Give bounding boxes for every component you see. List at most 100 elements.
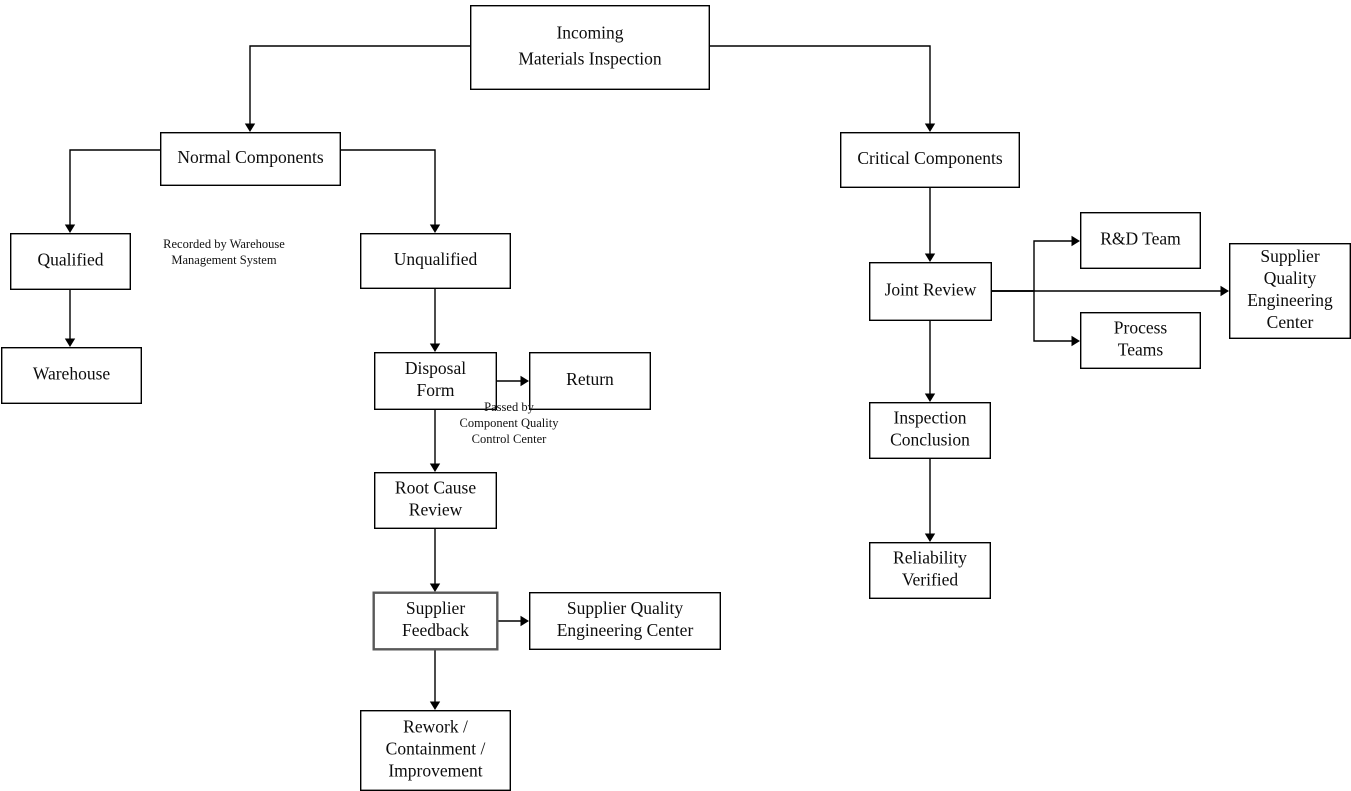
edge-supplierfeedback-to-rework <box>429 650 441 710</box>
arrowhead-icon <box>924 123 936 132</box>
node-box[interactable] <box>869 262 993 322</box>
node-box[interactable] <box>529 592 722 651</box>
node-box[interactable] <box>1079 312 1201 370</box>
edge-qualified-to-warehouse <box>64 290 76 347</box>
node-label-line: Inspection <box>894 407 967 427</box>
node-box[interactable] <box>869 542 992 600</box>
node-label-line: Conclusion <box>890 430 970 450</box>
node-rd_team[interactable]: R&D Team <box>1079 211 1201 269</box>
node-label-line: Critical Components <box>857 148 1003 168</box>
edge-normal-to-unqualified <box>341 149 441 233</box>
node-rework_containment[interactable]: Rework /Containment /Improvement <box>360 710 512 791</box>
node-box[interactable] <box>9 232 131 290</box>
node-label-line: Supplier Quality <box>567 598 683 618</box>
arrowhead-icon <box>429 583 441 592</box>
edge-rootcause-to-supplierfeedback <box>429 529 441 592</box>
node-label-line: Quality <box>1264 268 1317 288</box>
edge-jointreview-to-conclusion <box>924 321 936 402</box>
arrowhead-icon <box>429 463 441 472</box>
node-label-line: Feedback <box>402 620 469 640</box>
node-label-line: Qualified <box>37 250 103 270</box>
node-box[interactable] <box>470 4 711 90</box>
node-label-line: Unqualified <box>394 249 478 269</box>
edge-supplierfeedback-to-sqec <box>498 615 529 627</box>
arrowhead-icon <box>1220 285 1229 297</box>
node-joint_review[interactable]: Joint Review <box>869 262 993 322</box>
edge-path <box>992 290 1073 342</box>
node-label-line: R&D Team <box>1100 229 1181 249</box>
arrowhead-icon <box>244 123 256 132</box>
node-box[interactable] <box>1 347 143 405</box>
edge-incoming-to-normal <box>244 45 470 132</box>
node-label-line: Teams <box>1118 340 1164 360</box>
node-qualified[interactable]: Qualified <box>9 232 131 290</box>
node-box[interactable] <box>159 131 342 186</box>
node-label-line: Rework / <box>403 716 468 736</box>
node-label-line: Reliability <box>893 547 967 567</box>
edges-layer <box>64 45 1229 710</box>
edge-jointreview-to-process <box>992 290 1080 347</box>
node-warehouse[interactable]: Warehouse <box>1 347 143 405</box>
edge-path <box>341 149 436 226</box>
node-box[interactable] <box>1079 211 1201 269</box>
arrowhead-icon <box>64 338 76 347</box>
node-label-line: Joint Review <box>885 280 977 300</box>
node-label: Normal Components <box>177 147 323 167</box>
node-box[interactable] <box>869 402 992 460</box>
arrowhead-icon <box>429 343 441 352</box>
node-box[interactable] <box>372 591 499 651</box>
node-normal_components[interactable]: Normal Components <box>159 131 342 186</box>
node-label: Critical Components <box>857 148 1003 168</box>
edge-unqualified-to-disposal <box>429 289 441 352</box>
node-label-line: Disposal <box>405 358 466 378</box>
node-box[interactable] <box>360 232 512 289</box>
node-label: Unqualified <box>394 249 478 269</box>
node-label-line: Normal Components <box>177 147 323 167</box>
node-critical_components[interactable]: Critical Components <box>840 131 1021 188</box>
edge-jointreview-to-rd <box>992 235 1080 292</box>
node-box[interactable] <box>840 131 1021 188</box>
node-box[interactable] <box>1228 242 1351 339</box>
arrowhead-icon <box>429 224 441 233</box>
node-box[interactable] <box>374 352 498 411</box>
node-label-line: Materials Inspection <box>518 49 662 69</box>
arrowhead-icon <box>924 533 936 542</box>
edge-critical-to-jointreview <box>924 188 936 262</box>
node-label-line: Incoming <box>556 22 623 42</box>
edge-label-line: Management System <box>171 253 276 267</box>
node-label-line: Improvement <box>388 761 482 781</box>
arrowhead-icon <box>1071 335 1080 347</box>
node-box[interactable] <box>529 352 652 411</box>
node-box[interactable] <box>374 472 498 530</box>
node-box[interactable] <box>360 710 512 791</box>
node-label-line: Engineering <box>1247 290 1333 310</box>
node-label: R&D Team <box>1100 229 1181 249</box>
node-unqualified[interactable]: Unqualified <box>360 232 512 289</box>
node-label-line: Verified <box>902 570 959 590</box>
arrowhead-icon <box>429 701 441 710</box>
arrowhead-icon <box>924 253 936 262</box>
node-return_node[interactable]: Return <box>529 352 652 411</box>
edge-jointreview-to-sqec-right <box>992 285 1229 297</box>
node-label-line: Warehouse <box>33 364 111 384</box>
